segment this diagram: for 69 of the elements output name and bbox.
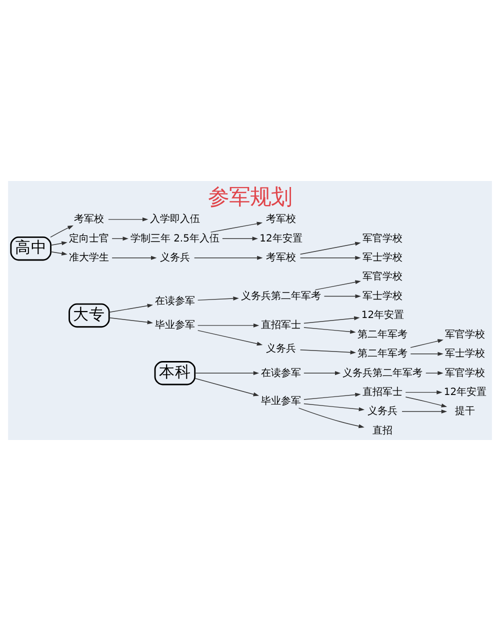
arrow [194,371,260,376]
arrow [298,408,364,428]
node-text: 军官学校 [445,329,486,340]
node-text: 直招 [372,425,393,436]
arrow [300,256,361,260]
arrow [222,236,258,241]
node-text: 考军校 [266,214,296,226]
arrow [304,316,360,324]
arrow [410,339,444,348]
node-text: 考军校 [266,252,296,264]
arrow [112,236,128,241]
arrow [300,242,361,255]
arrow [324,294,361,298]
arrow [197,296,239,301]
node-text: 12年安置 [361,310,404,322]
node-text: 毕业参军 [154,320,195,332]
node-text: 提干 [455,406,476,418]
arrow [304,371,341,376]
arrow [426,371,444,376]
node-box: 本科 [154,361,196,386]
node-text: 12年安置 [444,386,487,398]
arrow [300,350,356,354]
arrow [304,392,361,400]
arrow [50,241,68,246]
node-text: 12年安置 [260,233,302,244]
arrow [50,225,74,238]
node-text: 义务兵 [368,406,398,418]
node-text: 第二年军考 [358,329,408,340]
node-text: 毕业参军 [260,396,301,408]
diagram-title: 参军规划 [208,184,292,210]
arrow [194,378,260,396]
node-text: 学制三年 2.5年入伍 [130,233,220,244]
node-box: 高中 [10,236,52,261]
node-text: 直招军士 [362,386,403,398]
node-text: 义务兵第二年军考 [240,290,321,302]
node-box: 大专 [68,303,110,328]
node-text: 军士学校 [362,290,403,302]
arrow [197,330,263,346]
arrow [405,396,448,408]
node-text: 考军校 [74,214,104,226]
arrow [210,222,263,233]
node-text: 定向士官 [69,233,110,244]
arrow [194,256,263,260]
arrow [410,352,444,356]
node-text: 义务兵第二年军考 [342,368,423,379]
node-text: 义务兵 [266,344,296,355]
arrow [405,390,442,394]
node-text: 军官学校 [362,272,403,283]
node-text: 在读参军 [260,368,301,379]
arrow [402,410,448,414]
node-text: 第二年军考 [358,348,408,360]
arrow [304,403,365,412]
arrow [50,251,68,256]
node-text: 军官学校 [362,233,403,244]
node-text: 义务兵 [160,252,190,264]
arrow [315,280,361,290]
node-text: 在读参军 [154,296,195,307]
arrow [108,304,154,313]
node-text: 军官学校 [445,368,486,379]
node-text: 军士学校 [362,252,403,264]
arrow [112,256,157,260]
arrow [108,317,154,324]
node-text: 军士学校 [445,348,486,360]
node-text: 准大学生 [69,252,110,264]
arrow [108,217,148,222]
node-text: 入学即入伍 [150,214,200,226]
arrow [304,327,356,334]
node-text: 直招军士 [260,320,301,332]
arrow [197,323,260,328]
